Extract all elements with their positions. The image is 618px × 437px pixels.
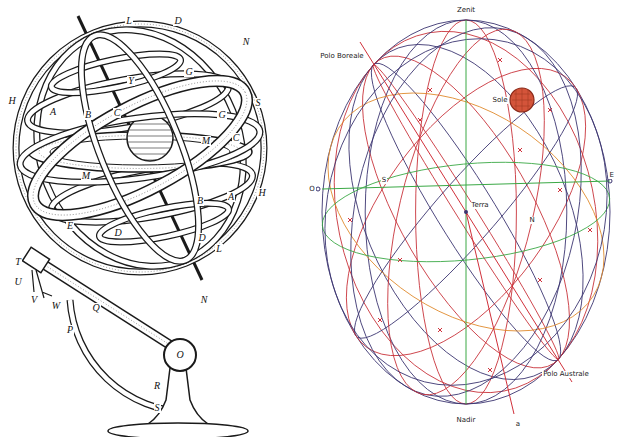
meridian-circle: [327, 13, 605, 411]
zodiac-band: [15, 55, 265, 241]
earth-hatch: [125, 118, 175, 160]
great-circle: [309, 15, 618, 409]
equator-ring: [16, 101, 264, 194]
intersection-marks: [348, 58, 592, 372]
sphere-label: E: [609, 172, 615, 179]
pivot-disc: [164, 339, 196, 371]
stand-base: [108, 423, 248, 437]
adjust-screw: [32, 270, 52, 298]
callout-letter: L: [215, 244, 223, 254]
colure-ring: [58, 21, 223, 275]
callout-letter: E: [66, 221, 74, 231]
callout-letter: D: [197, 233, 206, 243]
callout-letter: G: [184, 67, 193, 77]
callout-letter: L: [125, 16, 133, 26]
horizon-line: [322, 181, 610, 189]
callout-letter: D: [173, 16, 182, 26]
sphere-label: Terra: [470, 202, 489, 209]
polar-axis: [360, 42, 572, 382]
arm-cap: [22, 247, 49, 272]
direction-line: [466, 212, 514, 414]
sphere-label: Nadir: [456, 417, 477, 424]
callout-letter: N: [242, 37, 251, 47]
armillary-sphere: [2, 0, 278, 298]
great-circle: [307, 0, 618, 437]
stand-arm: [40, 262, 170, 345]
zodiac-hatch: [15, 55, 265, 241]
colure-ring: [58, 21, 223, 275]
callout-letter: S: [154, 403, 161, 413]
sphere-label: a: [515, 421, 521, 428]
callout-letter: H: [7, 96, 16, 106]
stand-arm: [40, 262, 170, 345]
colure-ring: [2, 0, 278, 298]
callout-letter: B: [196, 196, 204, 206]
sun-hatch: [512, 88, 532, 112]
callout-letter: C: [232, 133, 241, 143]
sphere-label: O: [308, 186, 316, 193]
arm-hatch: [40, 262, 170, 345]
callout-letter: D: [113, 228, 122, 238]
callout-letter: C: [113, 108, 122, 118]
vertical-circle: [365, 20, 567, 404]
cardinal-point: [608, 179, 612, 183]
great-circle: [356, 2, 576, 422]
callout-letter: V: [30, 295, 38, 305]
callout-letter: G: [217, 110, 226, 120]
stand-column: [148, 368, 208, 424]
callout-letter: N: [200, 295, 209, 305]
great-circle: [282, 0, 618, 437]
callout-letter: A: [49, 107, 57, 117]
meridian-circle: [302, 0, 618, 437]
colure-ring: [2, 0, 278, 298]
callout-letter: R: [153, 381, 161, 391]
great-circle: [304, 47, 618, 377]
callout-letter: B: [84, 110, 92, 120]
zodiac-band: [15, 55, 265, 241]
callout-letter: A: [227, 192, 235, 202]
sphere-label: N: [528, 217, 535, 224]
sphere-label: Sole: [492, 97, 509, 104]
callout-letter: M: [201, 136, 211, 146]
earth-point: [464, 210, 468, 214]
sun-disc: [510, 88, 534, 112]
callout-letter: T: [14, 257, 22, 267]
callout-letter: P: [66, 325, 74, 335]
callout-letter: U: [13, 277, 22, 287]
meridian-circle: [280, 0, 618, 437]
callout-letter: W: [51, 301, 61, 311]
celestial-sphere: [280, 0, 618, 437]
cardinal-point: [316, 187, 320, 191]
callout-letter: S: [255, 98, 262, 108]
callout-letter: H: [257, 188, 266, 198]
callout-letter: Y: [127, 76, 135, 86]
equator-ring: [16, 101, 264, 194]
callout-letter: M: [81, 171, 91, 181]
vertical-circle: [416, 20, 517, 404]
sphere-label: S: [381, 177, 387, 184]
callout-letter: Q: [91, 303, 100, 313]
sphere-label: Polo Boreale: [319, 53, 364, 60]
sphere-label: Zenit: [456, 7, 476, 14]
sphere-label: Polo Australe: [542, 371, 590, 378]
callout-letter: O: [175, 350, 184, 360]
